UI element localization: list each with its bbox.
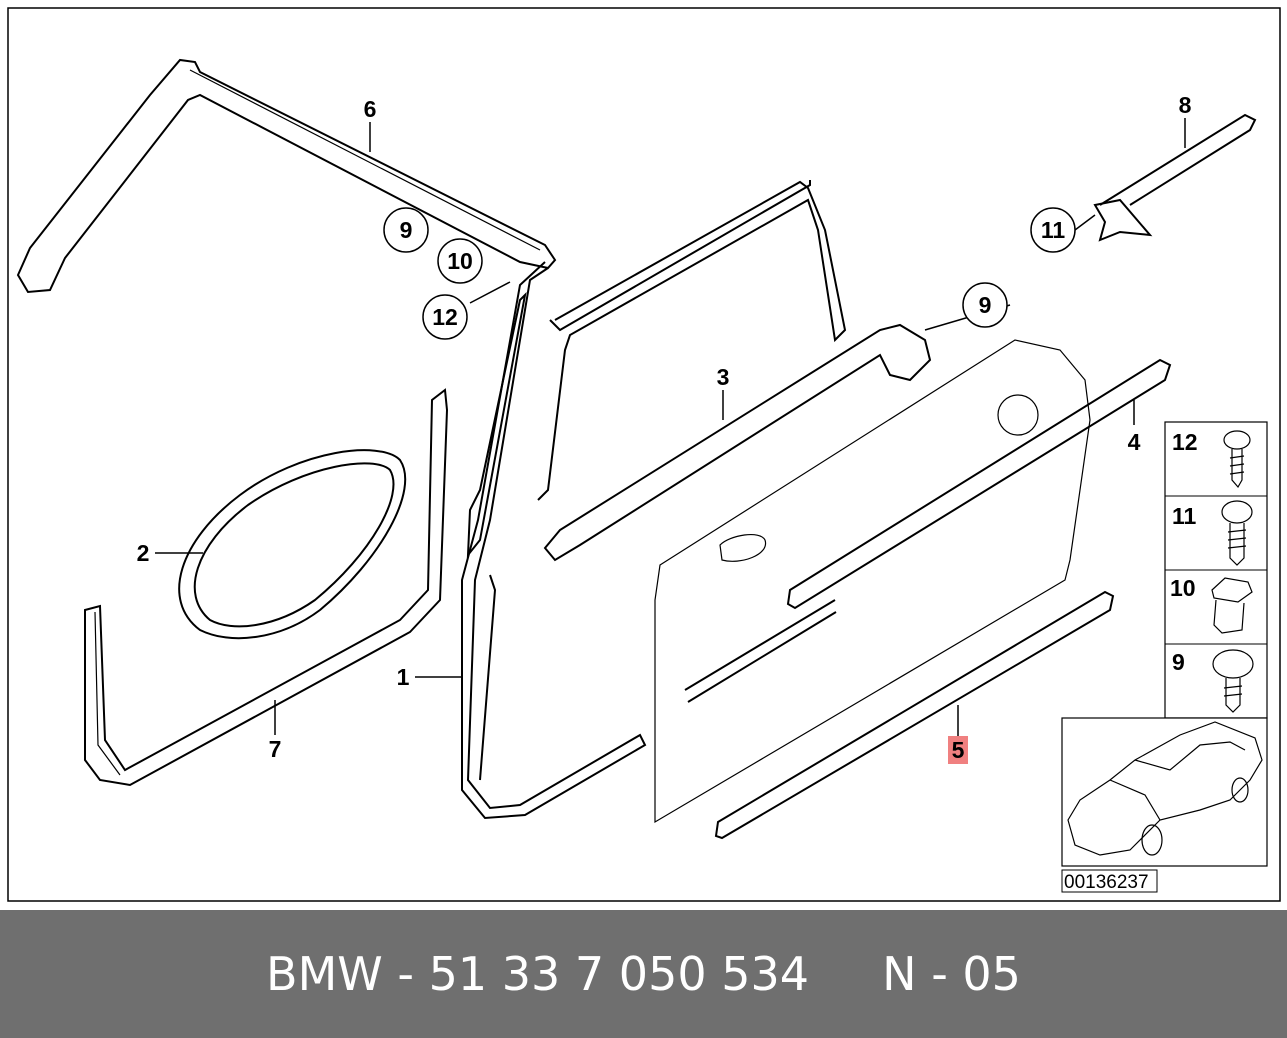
diagram-id-box <box>1061 869 1158 893</box>
part-7-seal[interactable] <box>84 388 449 787</box>
door-panel <box>654 339 1091 824</box>
expanding-clip-icon <box>1211 577 1253 634</box>
vehicle-overview-thumbnail <box>1061 717 1268 867</box>
callout-1: 1 <box>397 664 410 690</box>
gap <box>809 947 882 1001</box>
brand-label: BMW <box>266 947 383 1001</box>
fastener-legend: 12 11 10 9 <box>1164 421 1268 719</box>
legend-num-10: 10 <box>1170 575 1196 601</box>
callout-7: 7 <box>269 736 282 762</box>
callout-8: 8 <box>1179 92 1192 118</box>
window-frame <box>537 180 847 501</box>
legend-num-11: 11 <box>1172 503 1197 529</box>
part-number-footer: BMW - 51 33 7 050 534 N - 05 <box>0 910 1287 1038</box>
separator: - <box>382 947 429 1001</box>
part-5-moulding[interactable] <box>714 590 1115 840</box>
legend-num-12: 12 <box>1172 429 1198 455</box>
callout-2: 2 <box>137 540 150 566</box>
svg-text:10: 10 <box>447 248 473 274</box>
part-2-seal-ring[interactable] <box>178 449 407 640</box>
circled-callout-11: 11 <box>1030 207 1076 253</box>
circled-callout-12: 12 <box>422 294 468 340</box>
legend-num-9: 9 <box>1172 649 1185 675</box>
callout-3: 3 <box>717 364 730 390</box>
part-3-window-channel[interactable] <box>543 323 932 562</box>
circled-callout-9-door: 9 <box>962 282 1008 328</box>
part-1-door-seal[interactable] <box>461 180 811 820</box>
callout-6: 6 <box>364 96 377 122</box>
callout-5-highlight <box>948 736 968 764</box>
screw-icon <box>1223 430 1251 489</box>
part-8-seal-strip[interactable] <box>1093 113 1257 242</box>
diagram-position: N - 05 <box>882 947 1021 1001</box>
parts-diagram: 6 8 3 4 2 1 7 5 9 10 12 9 11 12 11 10 9 <box>7 7 1281 902</box>
svg-text:11: 11 <box>1041 217 1066 243</box>
part-number: 51 33 7 050 534 <box>428 947 810 1001</box>
svg-text:9: 9 <box>979 292 992 318</box>
diagram-id: 00136237 <box>1064 872 1149 893</box>
part-6-roof-seal[interactable] <box>16 58 557 294</box>
screw-clip-icon <box>1221 500 1253 566</box>
svg-text:9: 9 <box>400 217 413 243</box>
callout-5: 5 <box>952 737 965 763</box>
push-clip-icon <box>1212 649 1254 713</box>
part-4-trim-strip[interactable] <box>786 358 1172 610</box>
svg-text:12: 12 <box>432 304 458 330</box>
callout-4: 4 <box>1128 429 1141 455</box>
circled-callout-9-top: 9 <box>383 207 429 253</box>
circled-callout-10: 10 <box>437 238 483 284</box>
